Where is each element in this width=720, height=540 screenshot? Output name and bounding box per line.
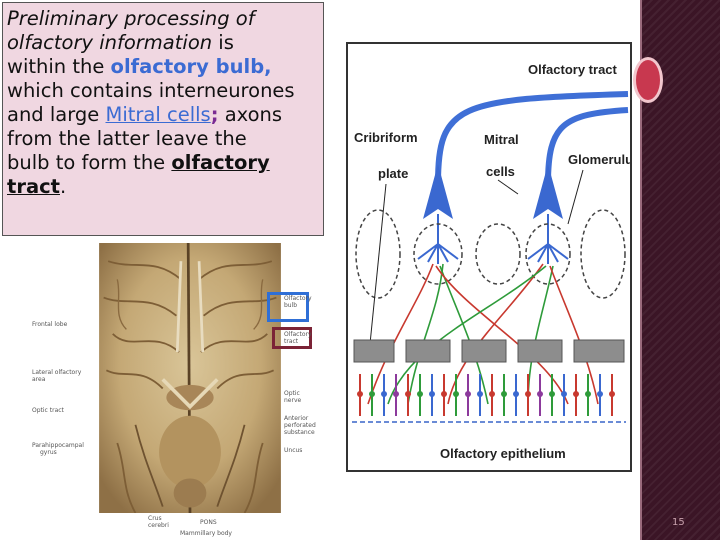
label-glomerulus: Glomerulus bbox=[568, 152, 630, 167]
page-number: 15 bbox=[672, 517, 685, 528]
label-crus-2: cerebri bbox=[148, 522, 169, 529]
label-anterior-3: substance bbox=[284, 429, 315, 436]
text-line-8: tract. bbox=[7, 175, 319, 199]
text-line-5-b: axons bbox=[218, 103, 283, 126]
olfactory-tract-highlight bbox=[272, 327, 312, 349]
title-italic-2: olfactory information bbox=[7, 31, 213, 54]
label-frontal-lobe: Frontal lobe bbox=[32, 321, 68, 328]
label-plate: plate bbox=[378, 166, 408, 181]
olfactory-diagram-panel: Olfactory tract Cribriform plate Mitral … bbox=[346, 42, 632, 472]
text-line-7-a: bulb to form the bbox=[7, 151, 172, 174]
olfactory-bulb-term: olfactory bulb, bbox=[110, 55, 272, 78]
label-parahippocampal-2: gyrus bbox=[40, 449, 57, 456]
text-line-2-rest: is bbox=[212, 31, 234, 54]
label-lateral-olfactory-1: Lateral olfactory bbox=[32, 369, 82, 376]
text-line-2: olfactory information is bbox=[7, 31, 319, 55]
label-lateral-olfactory-2: area bbox=[32, 376, 46, 383]
tract-term: tract bbox=[7, 175, 60, 198]
text-line-3-a: within the bbox=[7, 55, 111, 78]
label-olfactory-epithelium: Olfactory epithelium bbox=[440, 446, 566, 461]
label-optic-tract: Optic tract bbox=[32, 407, 64, 414]
label-olfactory-bulb-1: Olfactory bbox=[284, 295, 312, 302]
text-line-8-end: . bbox=[59, 175, 67, 198]
label-olfactory-bulb-2: bulb bbox=[284, 302, 298, 309]
label-crus-1: Crus bbox=[148, 515, 162, 522]
label-pons: PONS bbox=[200, 519, 217, 526]
label-cells: cells bbox=[486, 164, 515, 179]
label-parahippocampal-1: Parahippocampal bbox=[32, 442, 84, 449]
label-optic-nerve-1: Optic bbox=[284, 390, 300, 397]
decorative-dot bbox=[633, 57, 663, 103]
label-olfactory-tract: Olfactory tract bbox=[528, 62, 618, 77]
text-line-1: Preliminary processing of bbox=[7, 7, 319, 31]
mitral-cell-right bbox=[527, 164, 569, 264]
label-uncus: Uncus bbox=[284, 447, 303, 454]
label-cribriform: Cribriform bbox=[354, 130, 418, 145]
text-line-3: within the olfactory bulb, bbox=[7, 55, 319, 79]
mitral-cell-left bbox=[417, 164, 459, 264]
semicolon: ; bbox=[210, 103, 219, 126]
olfactory-diagram: Olfactory tract Cribriform plate Mitral … bbox=[352, 62, 630, 461]
label-mitral: Mitral bbox=[484, 132, 519, 147]
side-divider bbox=[640, 0, 642, 540]
label-optic-nerve-2: nerve bbox=[284, 397, 302, 404]
label-olfactory-tract-2: tract bbox=[284, 338, 299, 345]
title-italic-1: Preliminary processing of bbox=[7, 7, 255, 30]
brain-underside-image bbox=[99, 243, 281, 513]
label-olfactory-tract-1: Olfactory bbox=[284, 331, 312, 338]
text-line-5-a: and large bbox=[7, 103, 106, 126]
mitral-cells-link[interactable]: Mitral cells bbox=[105, 103, 211, 126]
label-anterior-1: Anterior bbox=[284, 415, 309, 422]
label-mammillary: Mammillary body bbox=[180, 530, 232, 537]
text-line-4: which contains interneurones bbox=[7, 79, 295, 102]
brain-photo-panel: Frontal lobe Lateral olfactory area Opti… bbox=[30, 243, 316, 540]
text-line-7: bulb to form the olfactory bbox=[7, 151, 319, 175]
label-anterior-2: perforated bbox=[284, 422, 316, 429]
description-text-box: Preliminary processing of olfactory info… bbox=[2, 2, 324, 236]
text-line-6: from the latter leave the bbox=[7, 127, 247, 150]
text-line-5: and large Mitral cells; axons bbox=[7, 103, 319, 127]
olfactory-term: olfactory bbox=[171, 151, 270, 174]
olfactory-bulb-highlight bbox=[267, 292, 309, 322]
